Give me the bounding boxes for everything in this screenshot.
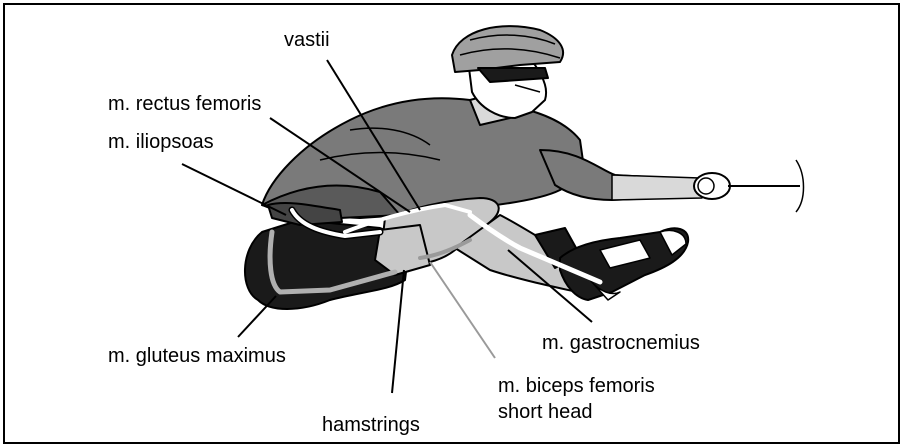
- cyclist-figure-icon: [245, 26, 804, 309]
- label-gluteus-maximus: m. gluteus maximus: [108, 345, 286, 367]
- label-gastrocnemius: m. gastrocnemius: [542, 332, 700, 354]
- knuckle: [698, 178, 714, 194]
- label-iliopsoas: m. iliopsoas: [108, 131, 214, 153]
- leader-gluteus-maximus: [238, 296, 276, 337]
- label-vastii: vastii: [284, 29, 330, 51]
- leader-hamstrings: [392, 270, 404, 393]
- label-biceps-femoris: m. biceps femoris: [498, 375, 655, 397]
- leader-biceps-femoris: [430, 262, 495, 358]
- forearm: [612, 175, 702, 200]
- label-rectus-femoris: m. rectus femoris: [108, 93, 261, 115]
- label-biceps-femoris-sub: short head: [498, 401, 593, 423]
- label-hamstrings: hamstrings: [322, 414, 420, 436]
